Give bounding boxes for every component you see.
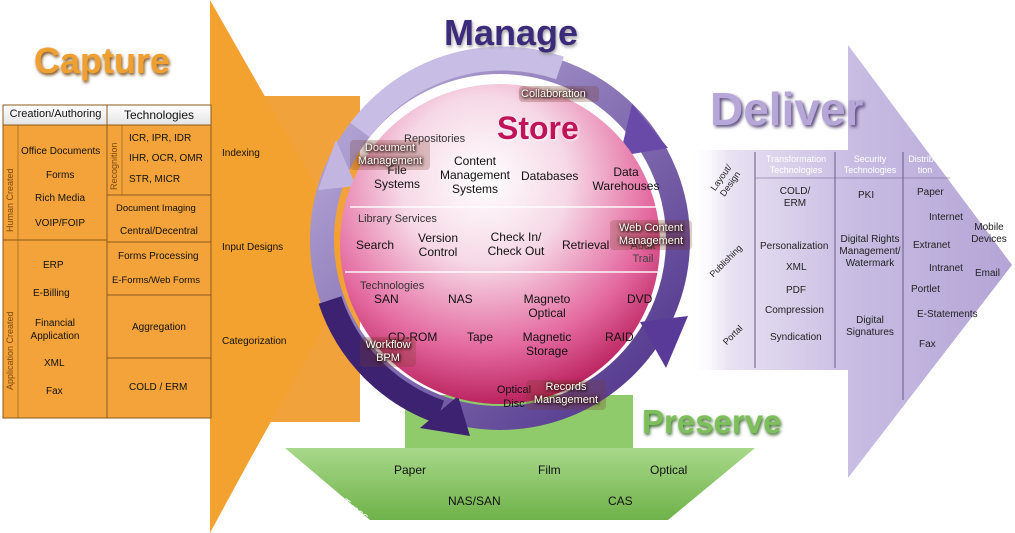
store-tech-item: Magneto Optical [523,292,571,320]
capture-tech-item: Central/Decentral [120,226,198,237]
deliver-arrow [690,45,1012,478]
deliver-transformation-item: Syndication [770,332,822,343]
store-title: Store [497,110,579,146]
store-tech-item: Tape [467,330,494,344]
manage-collaboration: Collaboration [521,88,586,100]
store-tech-item: Optical Disc [496,384,532,410]
deliver-security-item: Digital Rights Management/ Watermark [839,234,901,269]
deliver-col-header-distribution: Distribu- tion [908,154,942,175]
recognition-item: IHR, OCR, OMR [129,153,203,164]
deliver-transformation-item: COLD/ ERM [779,186,811,209]
deliver-distribution-item: E-Statements [917,309,978,320]
store-tech-item: SAN [374,292,399,306]
store-library-label: Library Services [358,213,437,225]
deliver-distribution-item: Paper [917,187,944,198]
deliver-transformation-item: Personalization [760,241,829,252]
capture-tech-item: Forms Processing [118,251,199,262]
deliver-distribution-item: Internet [929,212,963,223]
deliver-title: Deliver [710,83,864,135]
capture-arrow-item: Indexing [222,148,260,159]
deliver-distribution-item: Intranet [929,263,963,274]
store-library-item: Version Control [417,231,459,259]
store-library-item: Search [356,238,395,252]
deliver-distribution-item: Portlet [911,284,940,295]
capture-header-creation: Creation/Authoring [9,108,102,120]
manage-document-management: Document Management [357,142,423,167]
store-tech-item: DVD [627,292,653,306]
capture-item: Fax [46,386,63,397]
capture-item: Forms [46,170,75,181]
deliver-distribution-item: Fax [919,339,936,350]
capture-header-technologies: Technologies [123,108,195,122]
capture-item: ERP [43,260,64,271]
deliver-transformation-item: PDF [786,285,806,296]
manage-workflow-bpm: Workflow BPM [365,339,411,364]
manage-records-management: Records Management [533,381,599,406]
store-sphere [340,84,660,404]
deliver-col-header-security: Security Technologies [843,154,897,175]
group-human-created: Human Created [5,168,15,232]
group-recognition: Recognition [109,142,119,190]
capture-item: Rich Media [35,193,86,204]
capture-arrow-item: Categorization [222,336,287,347]
capture-tech-item: COLD / ERM [129,382,188,393]
deliver-security-item: PKI [858,190,875,201]
capture-item: VOIP/FOIP [35,218,86,229]
store-repo-item: File Systems [373,163,420,191]
capture-title: Capture [34,40,171,81]
deliver-security-item: Digital Signatures [846,315,894,338]
recognition-item: ICR, IPR, IDR [129,133,192,144]
deliver-col-header-transformation: Transformation Technologies [765,154,827,175]
preserve-item: NAS/SAN [448,494,501,508]
store-library-item: Check In/ Check Out [487,230,545,258]
deliver-distribution-item: Extranet [913,240,951,251]
store-tech-item: CD-ROM [388,330,438,344]
preserve-item: CAS [608,494,633,508]
manage-title: Manage [444,12,579,53]
capture-tech-item: E-Forms/Web Forms [112,275,200,286]
deliver-transformation-item: Compression [765,305,824,316]
capture-item: Office Documents [21,146,101,157]
capture-item: Financial Application [30,318,80,342]
preserve-item: Optical [650,463,688,477]
preserve-archive-shape [285,448,755,520]
capture-tech-item: Document Imaging [116,203,196,214]
store-library-item: Audit Trail [630,240,656,265]
deliver-distribution-item: Email [975,268,1001,279]
deliver-transformation-item: XML [786,262,807,273]
preserve-title: Preserve [642,403,782,440]
store-library-item: Retrieval [562,238,610,252]
store-repo-item: Content Management Systems [439,154,511,196]
recognition-item: STR, MICR [129,174,181,185]
capture-tech-item: Aggregation [132,322,186,333]
store-repositories-label: Repositories [404,133,466,145]
preserve-item: Film [538,463,561,477]
store-tech-item: NAS [448,292,473,306]
capture-item: E-Billing [33,288,70,299]
store-repo-item: Data Warehouses [592,165,660,193]
store-tech-item: Magnetic Storage [522,330,572,358]
preserve-item: Paper [394,463,427,477]
deliver-distribution-item: Mobile Devices [971,222,1007,245]
capture-arrow-item: Input Designs [222,242,284,253]
store-tech-item: RAID [605,330,634,344]
capture-item: XML [44,358,65,369]
store-technologies-label: Technologies [360,280,425,292]
group-application-created: Application Created [5,311,15,390]
manage-web-content-management: Web Content Management [618,222,684,247]
store-repo-item: Databases [521,169,579,183]
